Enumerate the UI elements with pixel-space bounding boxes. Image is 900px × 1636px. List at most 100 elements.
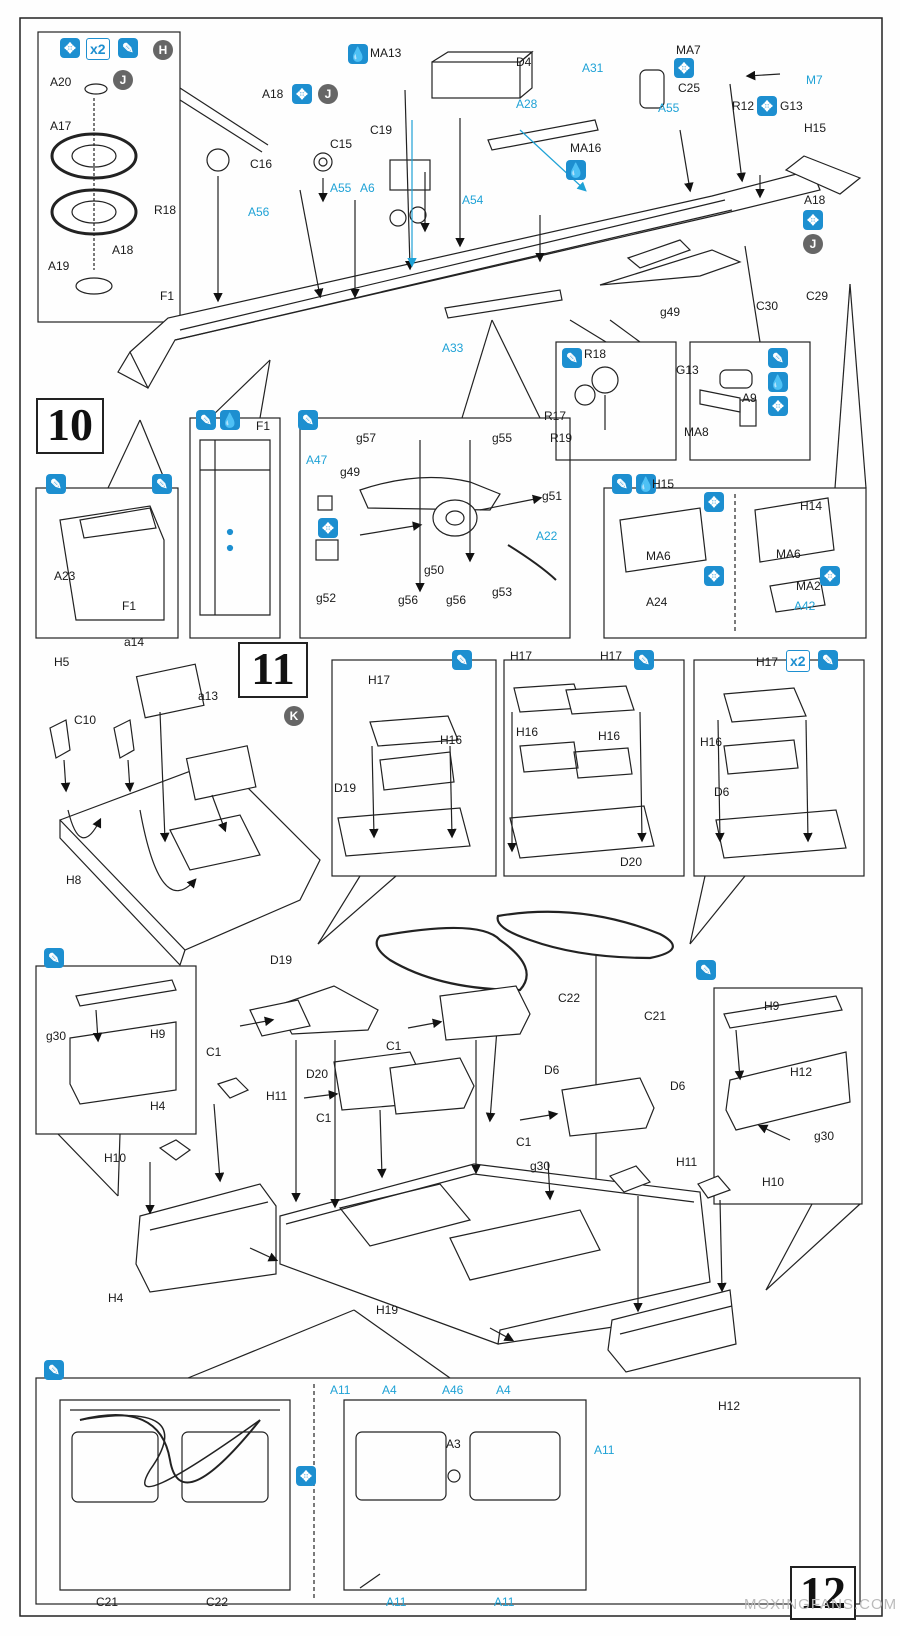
optional-icon: ✥ [757, 96, 777, 116]
part-label: g52 [316, 591, 337, 605]
part-label: H12 [790, 1065, 813, 1079]
part-label: C30 [756, 299, 779, 313]
part-label: D19 [334, 781, 357, 795]
marker-badge-k: K [284, 706, 304, 726]
part-label: M7 [806, 73, 823, 87]
box-g49-subassembly [299, 417, 571, 639]
part-label: C1 [206, 1045, 222, 1059]
part-label: C16 [250, 157, 273, 171]
part-label: A11 [594, 1443, 615, 1457]
part-label: R12 [732, 99, 755, 113]
part-label: g30 [530, 1159, 551, 1173]
marker-badge-j: J [113, 70, 133, 90]
part-label: C21 [644, 1009, 667, 1023]
part-label: H17 [510, 649, 533, 663]
optional-icon: ✥ [820, 566, 840, 586]
part-label: H19 [376, 1303, 399, 1317]
part-label: g50 [424, 563, 445, 577]
box-g13-detail [689, 341, 811, 461]
part-label: g55 [492, 431, 513, 445]
part-label: A56 [248, 205, 270, 219]
part-label: H16 [440, 733, 463, 747]
part-label: MA8 [684, 425, 709, 439]
part-label: A23 [54, 569, 76, 583]
part-label: G13 [780, 99, 803, 113]
glue-icon: ✎ [634, 650, 654, 670]
part-label: A18 [262, 87, 284, 101]
part-label: A55 [658, 101, 680, 115]
glue-icon: ✎ [44, 948, 64, 968]
part-label: A19 [48, 259, 70, 273]
part-label: A6 [360, 181, 375, 195]
part-label: g53 [492, 585, 513, 599]
part-label: A4 [382, 1383, 397, 1397]
part-label: A31 [582, 61, 604, 75]
part-label: C1 [516, 1135, 532, 1149]
box-d19-assembly [331, 659, 497, 877]
part-label: D6 [544, 1063, 560, 1077]
part-label: R19 [550, 431, 573, 445]
part-label: H5 [54, 655, 70, 669]
glue-icon: ✎ [696, 960, 716, 980]
part-label: H14 [800, 499, 823, 513]
box-h4-detail [35, 965, 197, 1135]
part-label: H10 [762, 1175, 785, 1189]
part-label: H16 [700, 735, 723, 749]
glue-icon: ✎ [612, 474, 632, 494]
part-label: A42 [794, 599, 816, 613]
part-label: H10 [104, 1151, 127, 1165]
optional-icon: ✥ [60, 38, 80, 58]
part-label: A9 [742, 391, 757, 405]
part-label: A3 [446, 1437, 461, 1451]
part-label: MA13 [370, 46, 402, 60]
part-label: g56 [398, 593, 419, 607]
glue-icon: ✎ [118, 38, 138, 58]
part-label: C22 [558, 991, 581, 1005]
box-h14-h15-detail [603, 487, 867, 639]
part-label: g57 [356, 431, 377, 445]
part-label: F1 [256, 419, 271, 433]
part-label: D6 [714, 785, 730, 799]
part-label: MA6 [776, 547, 801, 561]
part-label: A11 [494, 1595, 515, 1609]
part-label: g49 [660, 305, 681, 319]
glue-icon: ✎ [298, 410, 318, 430]
optional-icon: ✥ [292, 84, 312, 104]
box-wheel-subassembly [37, 31, 181, 323]
part-label: A20 [50, 75, 72, 89]
glue-icon: ✎ [562, 348, 582, 368]
part-label: A11 [330, 1383, 351, 1397]
part-label: D20 [306, 1067, 329, 1081]
part-label: H11 [676, 1155, 698, 1169]
part-label: g30 [814, 1129, 835, 1143]
box-d20-assembly [503, 659, 685, 877]
part-label: H9 [764, 999, 780, 1013]
part-label: H9 [150, 1027, 166, 1041]
optional-icon: ✥ [674, 58, 694, 78]
part-label: D6 [670, 1079, 686, 1093]
part-label: A54 [462, 193, 484, 207]
part-label: g51 [542, 489, 563, 503]
part-label: F1 [122, 599, 137, 613]
part-label: C1 [386, 1039, 402, 1053]
part-label: g56 [446, 593, 467, 607]
quantity-x2-badge: x2 [786, 650, 810, 672]
part-label: H12 [718, 1399, 741, 1413]
part-label: MA6 [646, 549, 671, 563]
part-label: a13 [198, 689, 219, 703]
step-number-12: 12 [790, 1566, 856, 1620]
box-harness-detail [35, 1377, 861, 1605]
quantity-x2-badge: x2 [86, 38, 110, 60]
glue-icon: ✎ [768, 348, 788, 368]
part-label: A17 [50, 119, 72, 133]
marker-badge-j3: J [803, 234, 823, 254]
part-label: F1 [160, 289, 175, 303]
part-label: A18 [804, 193, 826, 207]
optional-icon: ✥ [803, 210, 823, 230]
part-label: R18 [584, 347, 607, 361]
part-label: H16 [516, 725, 539, 739]
part-label: C19 [370, 123, 393, 137]
paint-drop-icon: 💧 [566, 160, 586, 180]
